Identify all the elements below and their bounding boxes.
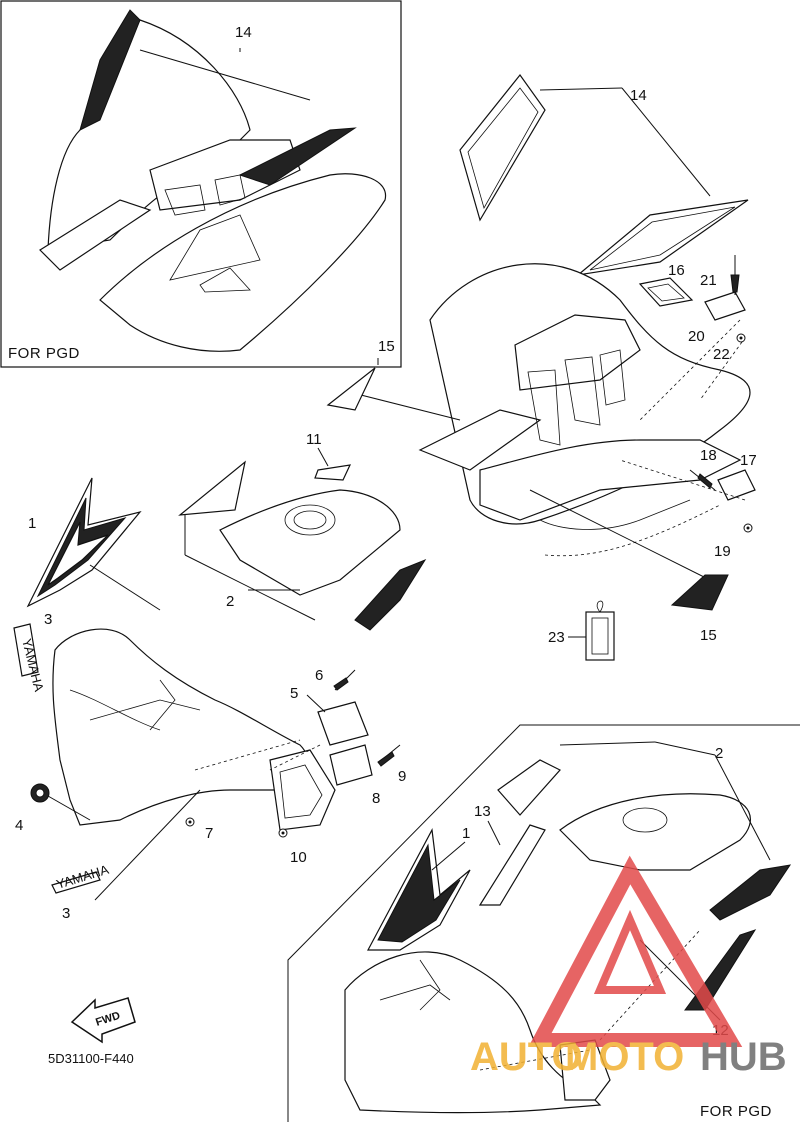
callout-18: 18	[700, 447, 717, 464]
inset-caption-top: FOR PGD	[8, 345, 80, 362]
callout-5: 5	[290, 685, 298, 702]
callout-3: 3	[44, 611, 52, 628]
callout-15-lower: 15	[700, 627, 717, 644]
watermark-word-2: MOTO	[565, 1035, 684, 1079]
callout-1-inset: 1	[462, 825, 470, 842]
callout-2: 2	[226, 593, 234, 610]
callout-11: 11	[306, 431, 322, 448]
watermark-logo: AUTO MOTO HUB	[470, 855, 787, 1079]
callout-3-lower: 3	[62, 905, 70, 922]
callout-1: 1	[28, 515, 36, 532]
callout-20: 20	[688, 328, 705, 345]
front-fender-assembly: 1 YAMAHA 3 4 YAMAHA 3 7 6 5	[13, 477, 406, 922]
fwd-arrow: FWD	[70, 997, 136, 1044]
callout-19: 19	[714, 543, 731, 560]
callout-14-inset: 14	[235, 24, 252, 41]
watermark-word-3: HUB	[700, 1035, 787, 1079]
callout-10: 10	[290, 849, 307, 866]
callout-6: 6	[315, 667, 323, 684]
rear-fender-assembly: 14 15 16 21 20 22	[326, 74, 757, 661]
callout-9: 9	[398, 768, 406, 785]
callout-13: 13	[474, 803, 491, 820]
callout-21: 21	[700, 272, 717, 289]
callout-4: 4	[15, 817, 23, 834]
callout-23: 23	[548, 629, 565, 646]
callout-16: 16	[668, 262, 685, 279]
callout-7: 7	[205, 825, 213, 842]
callout-2-inset: 2	[715, 745, 723, 762]
inset-caption-bottom: FOR PGD	[700, 1103, 772, 1120]
callout-22: 22	[713, 346, 730, 363]
inset-top-left: 14 FOR PGD	[0, 0, 402, 368]
diagram-code: 5D31100-F440	[48, 1051, 134, 1066]
callout-8: 8	[372, 790, 380, 807]
tank-cover-assembly: 11 2	[178, 431, 427, 631]
yamaha-decal-lower: YAMAHA	[54, 862, 110, 892]
callout-15: 15	[378, 338, 395, 355]
watermark-word-1: AUTO	[470, 1035, 583, 1079]
callout-17: 17	[740, 452, 757, 469]
callout-14: 14	[630, 87, 647, 104]
